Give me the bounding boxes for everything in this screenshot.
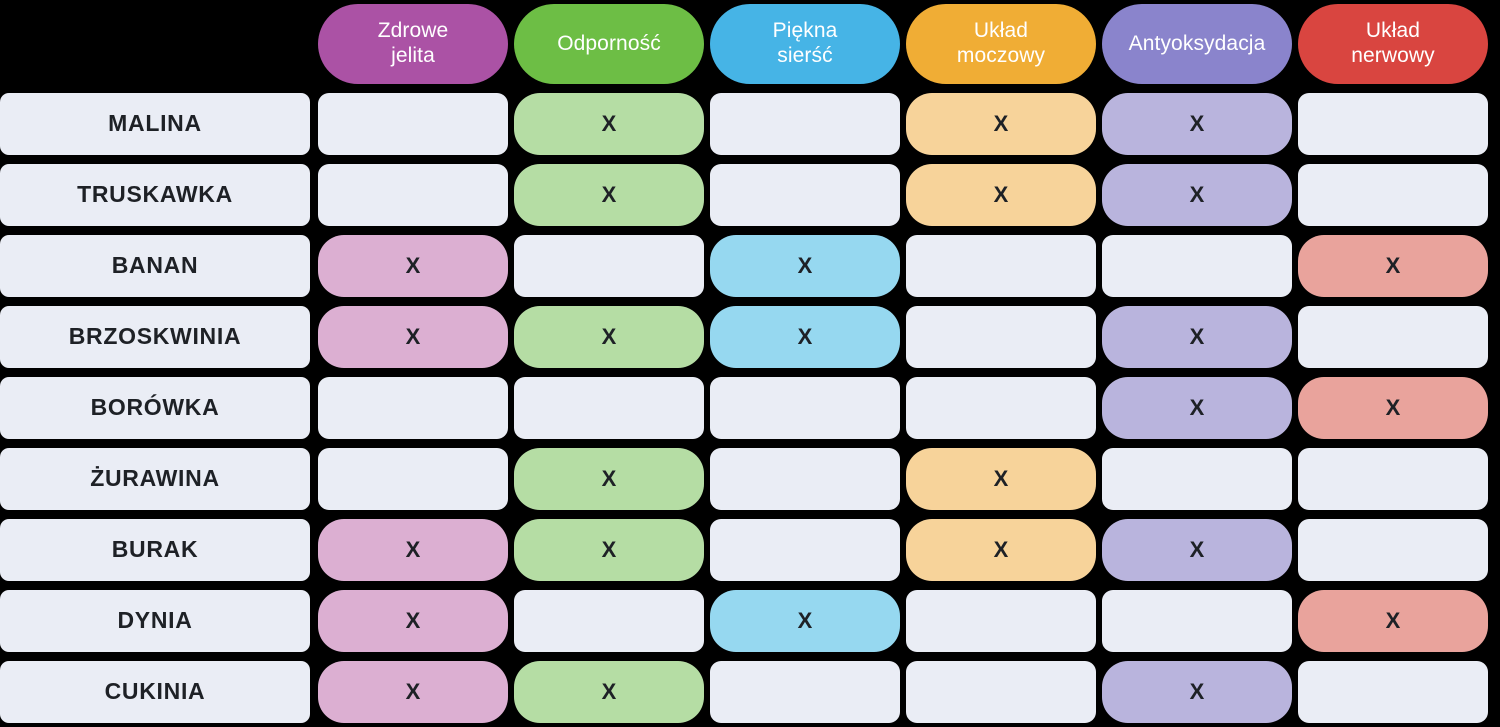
row-label-gap	[310, 448, 318, 510]
row-label-gap	[310, 164, 318, 226]
cell-empty[interactable]	[318, 163, 508, 226]
cell-marked[interactable]: X	[318, 589, 508, 652]
cell-empty[interactable]	[1102, 589, 1292, 652]
cell-empty[interactable]	[906, 660, 1096, 723]
cell-empty[interactable]	[906, 234, 1096, 297]
row-label-gap	[310, 590, 318, 652]
cell-empty[interactable]	[906, 589, 1096, 652]
row-label-gap	[310, 306, 318, 368]
cell-empty[interactable]	[1298, 305, 1488, 368]
row-label-gap	[310, 235, 318, 297]
cell-marked[interactable]: X	[514, 305, 704, 368]
cell-marked[interactable]: X	[318, 305, 508, 368]
row-label-9[interactable]: CUKINIA	[0, 660, 310, 723]
cell-empty[interactable]	[1298, 660, 1488, 723]
cell-marked[interactable]: X	[318, 518, 508, 581]
cell-marked[interactable]: X	[1298, 376, 1488, 439]
cell-marked[interactable]: X	[906, 163, 1096, 226]
column-header-6[interactable]: Układ nerwowy	[1298, 4, 1488, 84]
column-header-1[interactable]: Zdrowe jelita	[318, 4, 508, 84]
cell-empty[interactable]	[1298, 447, 1488, 510]
cell-marked[interactable]: X	[514, 518, 704, 581]
cell-empty[interactable]	[1298, 163, 1488, 226]
table-row: ŻURAWINA X X	[0, 443, 1500, 514]
row-label-gap	[310, 377, 318, 439]
cell-marked[interactable]: X	[514, 92, 704, 155]
cell-empty[interactable]	[710, 163, 900, 226]
column-header-label: Zdrowe jelita	[377, 19, 449, 67]
row-label-1[interactable]: MALINA	[0, 92, 310, 155]
header-corner-cell	[0, 0, 310, 88]
row-label-6[interactable]: ŻURAWINA	[0, 447, 310, 510]
cell-empty[interactable]	[710, 92, 900, 155]
column-header-4[interactable]: Układ moczowy	[906, 4, 1096, 84]
cell-marked[interactable]: X	[1102, 305, 1292, 368]
table-header-row: Zdrowe jelita Odporność Piękna sierść Układ…	[0, 0, 1500, 88]
cell-marked[interactable]: X	[1102, 376, 1292, 439]
row-label-5[interactable]: BORÓWKA	[0, 376, 310, 439]
cell-empty[interactable]	[710, 518, 900, 581]
cell-marked[interactable]: X	[1298, 234, 1488, 297]
cell-empty[interactable]	[710, 376, 900, 439]
row-label-7[interactable]: BURAK	[0, 518, 310, 581]
column-header-label: Układ moczowy	[956, 19, 1046, 67]
row-label-3[interactable]: BANAN	[0, 234, 310, 297]
cell-marked[interactable]: X	[710, 234, 900, 297]
cell-marked[interactable]: X	[906, 447, 1096, 510]
row-label-gap	[310, 661, 318, 723]
cell-empty[interactable]	[514, 589, 704, 652]
cell-marked[interactable]: X	[514, 660, 704, 723]
cell-empty[interactable]	[318, 376, 508, 439]
cell-marked[interactable]: X	[514, 163, 704, 226]
cell-empty[interactable]	[1298, 92, 1488, 155]
column-header-label: Odporność	[557, 31, 661, 55]
cell-empty[interactable]	[710, 660, 900, 723]
cell-marked[interactable]: X	[906, 92, 1096, 155]
row-label-gap	[310, 519, 318, 581]
cell-marked[interactable]: X	[710, 305, 900, 368]
column-header-label: Układ nerwowy	[1351, 19, 1435, 67]
column-header-2[interactable]: Odporność	[514, 4, 704, 84]
row-label-2[interactable]: TRUSKAWKA	[0, 163, 310, 226]
cell-empty[interactable]	[514, 376, 704, 439]
row-label-8[interactable]: DYNIA	[0, 589, 310, 652]
cell-marked[interactable]: X	[1102, 660, 1292, 723]
cell-empty[interactable]	[318, 447, 508, 510]
column-header-5[interactable]: Antyoksydacja	[1102, 4, 1292, 84]
cell-marked[interactable]: X	[1298, 589, 1488, 652]
cell-marked[interactable]: X	[514, 447, 704, 510]
cell-marked[interactable]: X	[318, 660, 508, 723]
cell-marked[interactable]: X	[906, 518, 1096, 581]
row-label-4[interactable]: BRZOSKWINIA	[0, 305, 310, 368]
column-header-label: Antyoksydacja	[1128, 31, 1266, 55]
cell-marked[interactable]: X	[710, 589, 900, 652]
cell-empty[interactable]	[1102, 234, 1292, 297]
cell-empty[interactable]	[906, 376, 1096, 439]
cell-empty[interactable]	[318, 92, 508, 155]
cell-marked[interactable]: X	[1102, 92, 1292, 155]
cell-empty[interactable]	[906, 305, 1096, 368]
cell-empty[interactable]	[1102, 447, 1292, 510]
cell-marked[interactable]: X	[1102, 518, 1292, 581]
column-header-label: Piękna sierść	[772, 19, 838, 67]
cell-empty[interactable]	[1298, 518, 1488, 581]
row-label-gap	[310, 93, 318, 155]
cell-empty[interactable]	[710, 447, 900, 510]
column-header-3[interactable]: Piękna sierść	[710, 4, 900, 84]
cell-empty[interactable]	[514, 234, 704, 297]
header-spacer	[310, 0, 318, 88]
cell-marked[interactable]: X	[1102, 163, 1292, 226]
cell-marked[interactable]: X	[318, 234, 508, 297]
